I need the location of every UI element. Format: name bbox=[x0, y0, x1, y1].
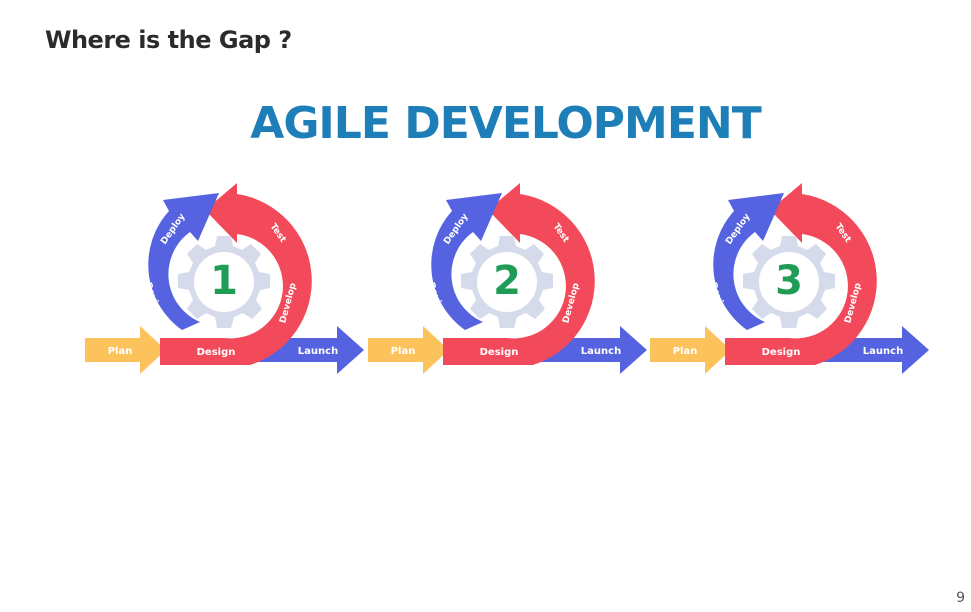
plan-arrow bbox=[650, 326, 731, 374]
plan-arrow bbox=[368, 326, 449, 374]
launch-label: Launch bbox=[863, 346, 903, 357]
plan-arrow bbox=[85, 326, 166, 374]
cycle-number: 3 bbox=[775, 258, 803, 304]
review-deploy-arc bbox=[431, 193, 502, 330]
design-label: Design bbox=[197, 347, 236, 358]
plan-label: Plan bbox=[391, 346, 416, 357]
slide-title: Where is the Gap ? bbox=[45, 26, 292, 54]
cycle-number: 2 bbox=[493, 258, 521, 304]
plan-label: Plan bbox=[108, 346, 133, 357]
plan-label: Plan bbox=[673, 346, 698, 357]
page-number: 9 bbox=[956, 590, 965, 606]
design-label: Design bbox=[480, 347, 519, 358]
design-label: Design bbox=[762, 347, 801, 358]
diagram-title: AGILE DEVELOPMENT bbox=[250, 98, 761, 149]
develop-test-arc bbox=[160, 183, 312, 365]
launch-label: Launch bbox=[581, 346, 621, 357]
develop-test-arc bbox=[725, 183, 877, 365]
develop-test-arc bbox=[443, 183, 595, 365]
review-deploy-arc bbox=[148, 193, 219, 330]
review-deploy-arc bbox=[713, 193, 784, 330]
launch-label: Launch bbox=[298, 346, 338, 357]
cycle-number: 1 bbox=[210, 258, 238, 304]
